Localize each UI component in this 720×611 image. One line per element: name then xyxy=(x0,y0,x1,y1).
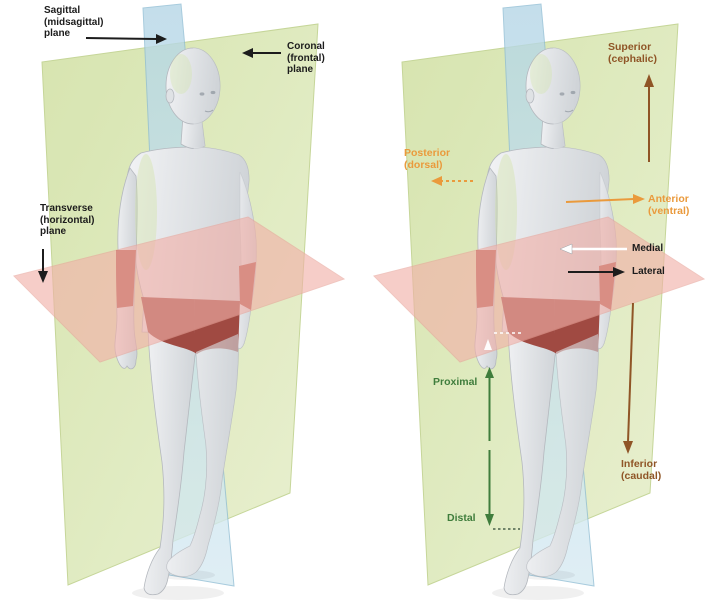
coronal-plane-arrow xyxy=(242,48,281,58)
transverse-plane-arrow xyxy=(38,249,48,283)
proximal-distal-line xyxy=(485,367,494,526)
figure-body-planes xyxy=(14,4,344,600)
hip-reference-dashes xyxy=(484,332,524,350)
anterior-arrow xyxy=(565,194,645,204)
transverse-plane-label: Transverse (horizontal) plane xyxy=(40,203,95,237)
medial-label: Medial xyxy=(632,243,664,254)
posterior-label: Posterior (dorsal) xyxy=(404,147,451,171)
sagittal-plane-label: Sagittal (midsagittal) plane xyxy=(44,5,104,39)
proximal-arrowhead xyxy=(485,367,494,378)
inferior-label: Inferior (caudal) xyxy=(621,458,662,482)
inferior-arrow xyxy=(623,302,634,454)
distal-arrowhead xyxy=(485,514,494,526)
coronal-plane-label: Coronal (frontal) plane xyxy=(287,41,325,75)
proximal-label: Proximal xyxy=(433,376,478,388)
medial-arrow xyxy=(559,243,627,255)
lateral-label: Lateral xyxy=(632,266,665,277)
anterior-label: Anterior (ventral) xyxy=(648,193,690,217)
posterior-arrow xyxy=(431,176,473,186)
figure-directional-terms xyxy=(374,4,704,600)
lateral-arrow xyxy=(568,267,625,277)
sagittal-plane-arrow xyxy=(85,34,167,44)
distal-label: Distal xyxy=(447,512,476,524)
superior-arrow xyxy=(644,74,654,162)
superior-label: Superior (cephalic) xyxy=(608,41,658,65)
